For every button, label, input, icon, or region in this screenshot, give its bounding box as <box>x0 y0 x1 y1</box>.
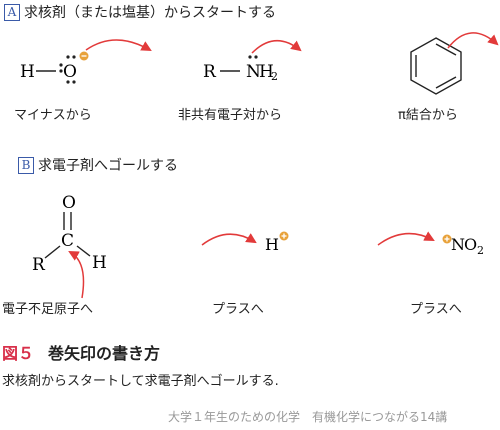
lone-pair-dot <box>66 55 70 59</box>
section-a-title: 求核剤（または塩基）からスタートする <box>24 5 276 21</box>
label-pi-bond: π結合から <box>398 108 458 123</box>
atom-o: O <box>63 62 77 82</box>
atom-o: O <box>62 193 76 213</box>
benzene-structure <box>410 32 499 95</box>
proton-structure: H <box>201 231 289 254</box>
subscript-2: 2 <box>271 70 278 83</box>
label-minus: マイナスから <box>14 108 92 123</box>
atom-h: H <box>265 235 279 254</box>
book-footer: 大学１年生のための化学 有機化学につながる14講 <box>168 410 448 424</box>
aldehyde-structure: O C R H <box>32 193 107 299</box>
nitronium-structure: N O 2 <box>377 231 484 257</box>
curved-arrow <box>447 32 499 49</box>
lone-pair-dot <box>254 55 258 59</box>
curved-arrow <box>201 233 257 246</box>
curved-arrow <box>251 40 302 54</box>
section-a-box: A <box>4 4 20 21</box>
atom-r: R <box>32 255 46 275</box>
atom-r: R <box>203 62 217 82</box>
curved-arrow <box>85 39 152 52</box>
c-h-bond <box>76 245 91 257</box>
figure-title-text: 巻矢印の書き方 <box>48 344 161 363</box>
double-bond <box>435 43 457 56</box>
label-plus: プラスへ <box>410 302 462 317</box>
lone-pair-dot <box>59 63 63 67</box>
section-b-box: B <box>18 157 34 174</box>
lone-pair-dot <box>72 55 76 59</box>
double-bond <box>435 76 457 89</box>
amine-structure: R N H 2 <box>203 40 302 83</box>
lone-pair-dot <box>59 69 63 73</box>
figure-number: 図５ <box>2 344 35 363</box>
lone-pair-dot <box>66 80 70 84</box>
atom-h: H <box>259 62 274 82</box>
label-electron-deficient: 電子不足原子へ <box>2 302 94 317</box>
reaction-diagram: H O R N H 2 O C R H <box>20 32 499 299</box>
atom-h: H <box>20 62 35 82</box>
label-plus: プラスへ <box>212 302 264 317</box>
lone-pair-dot <box>72 80 76 84</box>
label-lone-pair: 非共有電子対から <box>178 108 283 123</box>
subscript-2: 2 <box>477 244 484 257</box>
figure-title: 図５ 巻矢印の書き方 <box>2 340 160 364</box>
atom-n: N <box>246 62 261 82</box>
atom-n: N <box>451 235 465 254</box>
atom-c: C <box>61 231 74 251</box>
atom-h: H <box>92 253 107 273</box>
lone-pair-dot <box>248 55 252 59</box>
curved-arrow <box>68 250 85 299</box>
hydroxide-structure: H O <box>20 39 152 84</box>
benzene-ring <box>410 37 462 95</box>
section-b-title: 求電子剤へゴールする <box>38 158 178 174</box>
c-r-bond <box>44 245 61 259</box>
figure-caption: 求核剤からスタートして求電子剤へゴールする. <box>2 374 279 389</box>
atom-o: O <box>464 235 477 254</box>
curved-arrow <box>377 231 435 246</box>
